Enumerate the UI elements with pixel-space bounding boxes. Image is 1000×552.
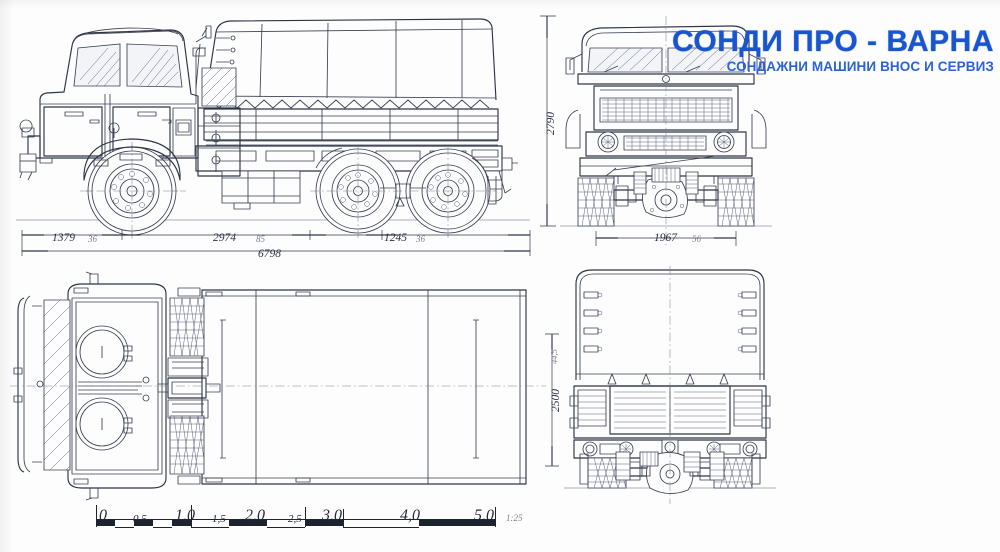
side-elevation-view: [10, 8, 540, 240]
plan-tire-front-left: [170, 298, 204, 356]
scale-unit-note: 1:25: [506, 513, 523, 523]
scale-label-25: 2,5: [288, 513, 302, 525]
dim-rear-section-note: 36: [416, 234, 425, 244]
dim-overall-length: 6798: [258, 248, 281, 260]
front-elevation-view: [556, 10, 776, 240]
dim-front-overhang: 1379: [52, 232, 75, 244]
front-dimension-line: [556, 226, 786, 256]
side-dimension-lines: [10, 225, 540, 270]
scale-label-20: 2,0: [245, 507, 265, 524]
scale-label-50: 5,0: [474, 507, 494, 524]
company-logo: СОНДИ ПРО - ВАРНА СОНДАЖНИ МАШИНИ ВНОС И…: [628, 27, 994, 74]
logo-line-1: СОНДИ ПРО - ВАРНА: [671, 25, 994, 58]
dim-wheelbase-note: 85: [256, 234, 265, 244]
dim-overall-width-note: 44,5: [549, 349, 559, 364]
scale-label-30: 3,0: [322, 507, 342, 524]
scale-label-40: 4,0: [400, 507, 420, 524]
logo-line-2: СОНДАЖНИ МАШИНИ ВНОС И СЕРВИЗ: [726, 59, 994, 74]
plan-view: [10, 272, 540, 498]
width-dimension-line: [540, 330, 562, 470]
scale-label-05: 0,5: [133, 513, 147, 525]
dim-overall-width: 2500: [550, 389, 562, 412]
plan-tire-front-right: [170, 416, 204, 474]
scale-bar: [96, 505, 496, 528]
rear-elevation-view: [560, 262, 780, 500]
scale-label-15: 1,5: [212, 513, 226, 525]
dim-track-width: 1967: [654, 232, 677, 244]
scale-label-10: 1,0: [175, 507, 195, 524]
dim-track-width-note: 56: [692, 234, 701, 244]
dim-wheelbase: 2974: [213, 232, 236, 244]
scale-label-0: 0: [99, 507, 107, 524]
height-dimension-line: [536, 12, 558, 230]
dim-rear-section: 1245: [384, 232, 407, 244]
dim-front-overhang-note: 36: [88, 234, 97, 244]
